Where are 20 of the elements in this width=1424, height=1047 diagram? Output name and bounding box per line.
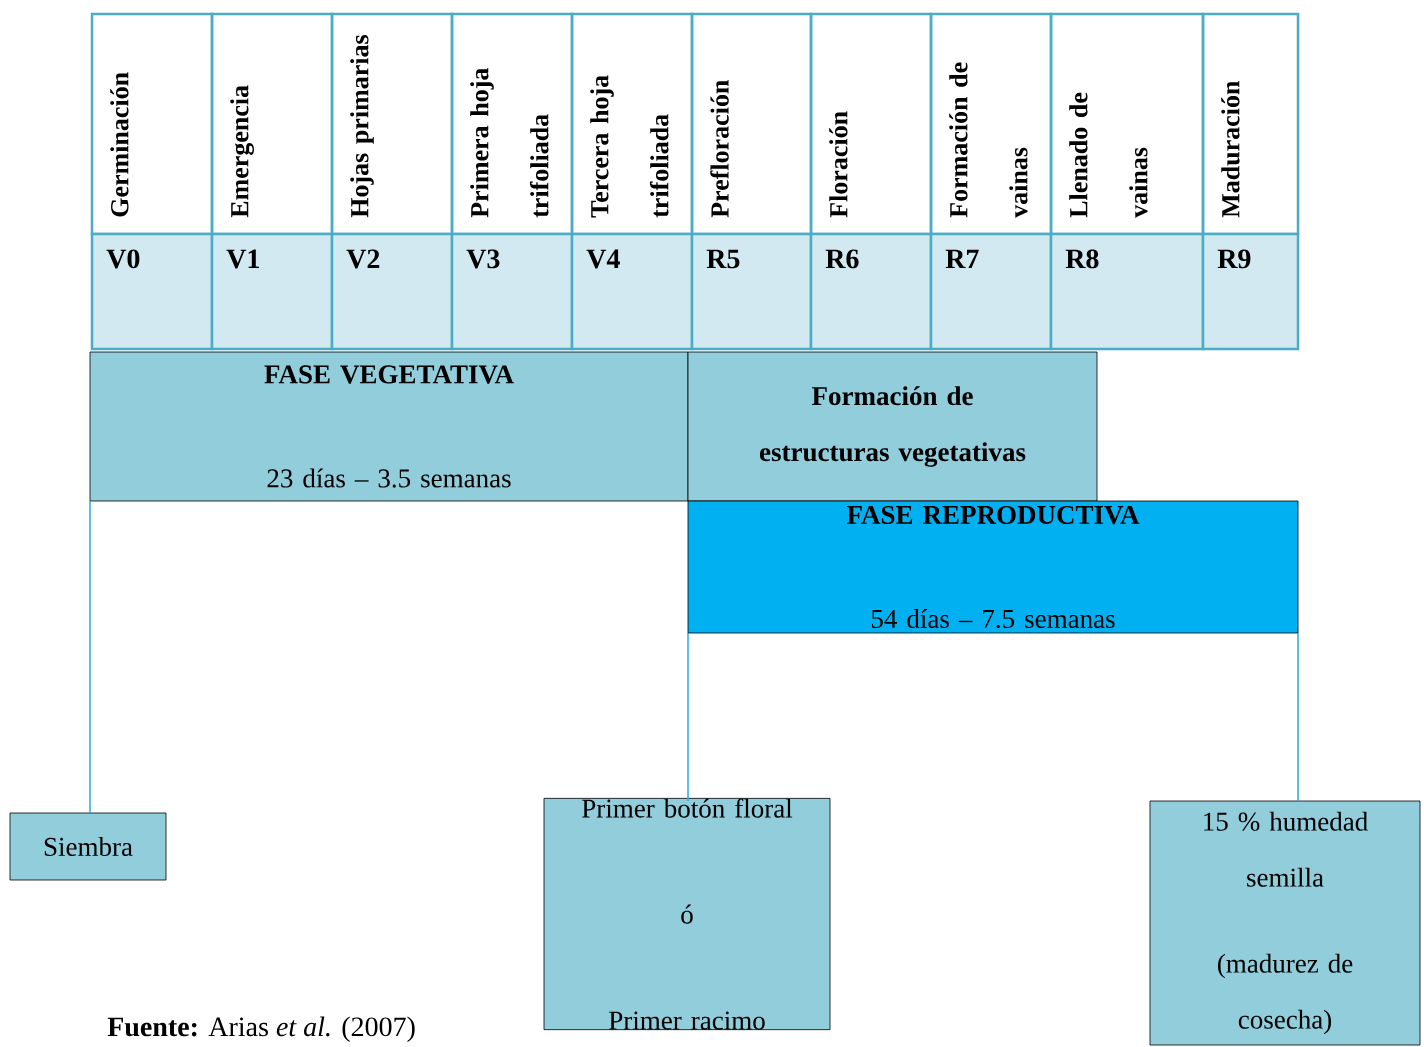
connector-line	[89, 500, 91, 814]
connector-line	[1297, 632, 1299, 802]
table-code-cell: R6	[809, 232, 933, 351]
table-code-cell: R5	[690, 232, 813, 351]
table-code-cell: R8	[1049, 232, 1205, 351]
table-code-cell: V4	[570, 232, 694, 351]
phase-box: FASE REPRODUCTIVA 54 días – 7.5 semanas	[687, 500, 1299, 634]
table-code-cell: R9	[1201, 232, 1300, 351]
phase-box: Formación de estructuras vegetativas	[687, 351, 1098, 502]
event-box: Primer botón floral ó Primer racimo	[543, 797, 831, 1031]
table-code-cell: R7	[929, 232, 1053, 351]
phase-box: FASE VEGETATIVA 23 días – 3.5 semanas	[89, 351, 689, 502]
table-code-cell: V1	[210, 232, 334, 351]
table-code-cell: V2	[330, 232, 454, 351]
event-box: 15 % humedad semilla (madurez de cosecha)	[1149, 800, 1421, 1046]
source-note: Fuente: Arias et al. (2007)	[107, 1016, 415, 1042]
table-code-cell: V3	[450, 232, 574, 351]
event-box: Siembra	[9, 812, 167, 881]
connector-line	[687, 632, 689, 802]
table-code-cell: V0	[90, 232, 214, 351]
